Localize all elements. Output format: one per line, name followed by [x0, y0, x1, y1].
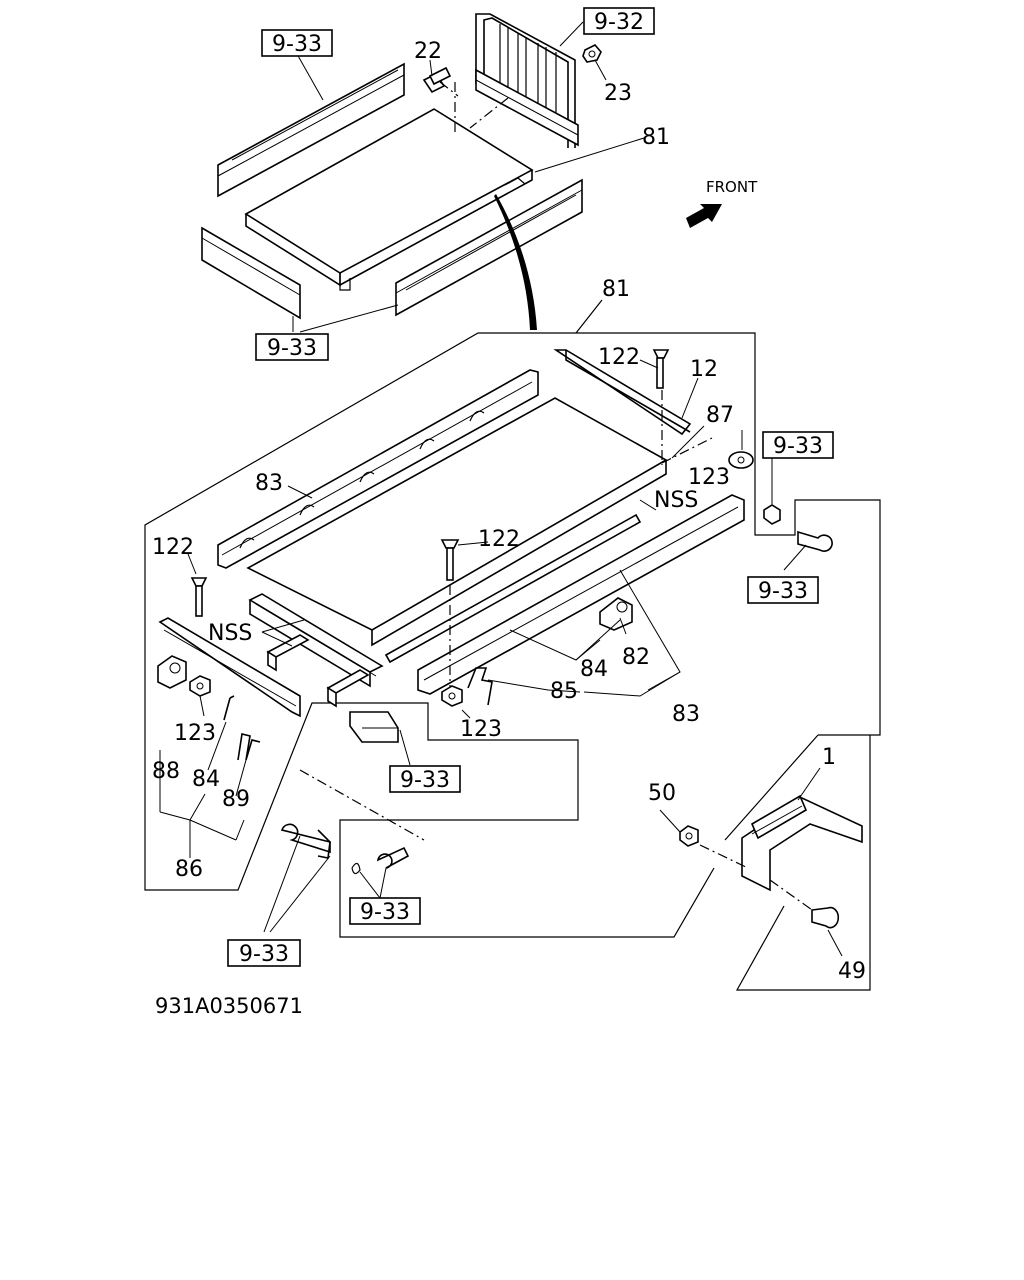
ref-9-33-center-lower: 9-33 [349, 897, 421, 925]
label-50: 50 [648, 781, 676, 806]
hardware-right [763, 504, 833, 552]
upper-leaders [292, 21, 645, 333]
label-12: 12 [690, 357, 718, 382]
lower-assembly-frame [144, 299, 881, 938]
label-86: 86 [175, 857, 203, 882]
long-sill-upper [217, 369, 539, 569]
label-87: 87 [706, 403, 734, 428]
label-49: 49 [838, 959, 866, 984]
label-81-upper: 81 [642, 125, 670, 150]
bracket-assembly-86 [157, 577, 301, 761]
fender-assembly [679, 734, 871, 991]
ref-label: 9-33 [272, 32, 322, 57]
ref-9-33-center: 9-33 [389, 765, 461, 793]
ref-label: 9-33 [400, 768, 450, 793]
nut-23 [582, 44, 602, 63]
label-82: 82 [622, 645, 650, 670]
label-85: 85 [550, 679, 578, 704]
bolt-22 [422, 66, 459, 97]
bolt-122-middle [440, 539, 460, 690]
nut-123-right [661, 430, 754, 469]
ref-9-33-bottom-left: 9-33 [227, 939, 301, 967]
ref-9-32-top: 9-32 [583, 7, 655, 35]
clip-85 [467, 667, 493, 706]
label-89: 89 [222, 787, 250, 812]
label-88: 88 [152, 759, 180, 784]
front-arrow-icon [686, 204, 722, 228]
floor-panel [246, 397, 668, 647]
ref-9-33-right-mid: 9-33 [747, 576, 819, 604]
ref-label: 9-33 [758, 579, 808, 604]
label-22: 22 [414, 39, 442, 64]
label-84-left: 84 [192, 767, 220, 792]
curved-arrow [494, 194, 537, 330]
ref-9-33-top-left: 9-33 [261, 29, 333, 57]
bolt-assembly-lower-left [280, 711, 425, 859]
label-123-right: 123 [688, 465, 730, 490]
label-123-center: 123 [460, 717, 502, 742]
label-83-lower: 83 [672, 702, 700, 727]
label-83-upper: 83 [255, 471, 283, 496]
front-cross-member [248, 593, 384, 708]
ref-9-33-upper-lower: 9-33 [255, 333, 329, 361]
bracket-82 [599, 597, 633, 631]
cross-member-12 [553, 349, 692, 465]
ref-label: 9-33 [773, 434, 823, 459]
label-123-left: 123 [174, 721, 216, 746]
platform-deck [244, 108, 534, 291]
label-84-center: 84 [580, 657, 608, 682]
label-122-middle: 122 [478, 527, 520, 552]
nut-123-center [441, 685, 463, 707]
ref-label: 9-33 [267, 336, 317, 361]
upper-assembly [201, 13, 722, 330]
label-122-left: 122 [152, 535, 194, 560]
part-labels: 22 23 81 81 122 12 87 123 NSS 83 122 122… [152, 39, 866, 984]
label-122-top: 122 [598, 345, 640, 370]
label-nss-left: NSS [208, 621, 252, 646]
drawing-number: 931A0350671 [155, 994, 303, 1018]
ref-label: 9-33 [360, 900, 410, 925]
ref-label: 9-33 [239, 942, 289, 967]
label-nss-right: NSS [654, 488, 698, 513]
front-label: FRONT [706, 178, 758, 196]
ref-label: 9-32 [594, 10, 644, 35]
bolt-assembly-lower-center [351, 846, 410, 875]
middle-leaders [159, 359, 843, 957]
side-gate-lower-right [395, 178, 583, 317]
cab-guard [454, 13, 579, 148]
ref-9-33-right-top: 9-33 [762, 431, 834, 459]
label-81-lower: 81 [602, 277, 630, 302]
side-gate-upper-left [217, 62, 405, 198]
label-1: 1 [822, 745, 836, 770]
label-23: 23 [604, 81, 632, 106]
side-gate-lower-left [201, 226, 301, 320]
